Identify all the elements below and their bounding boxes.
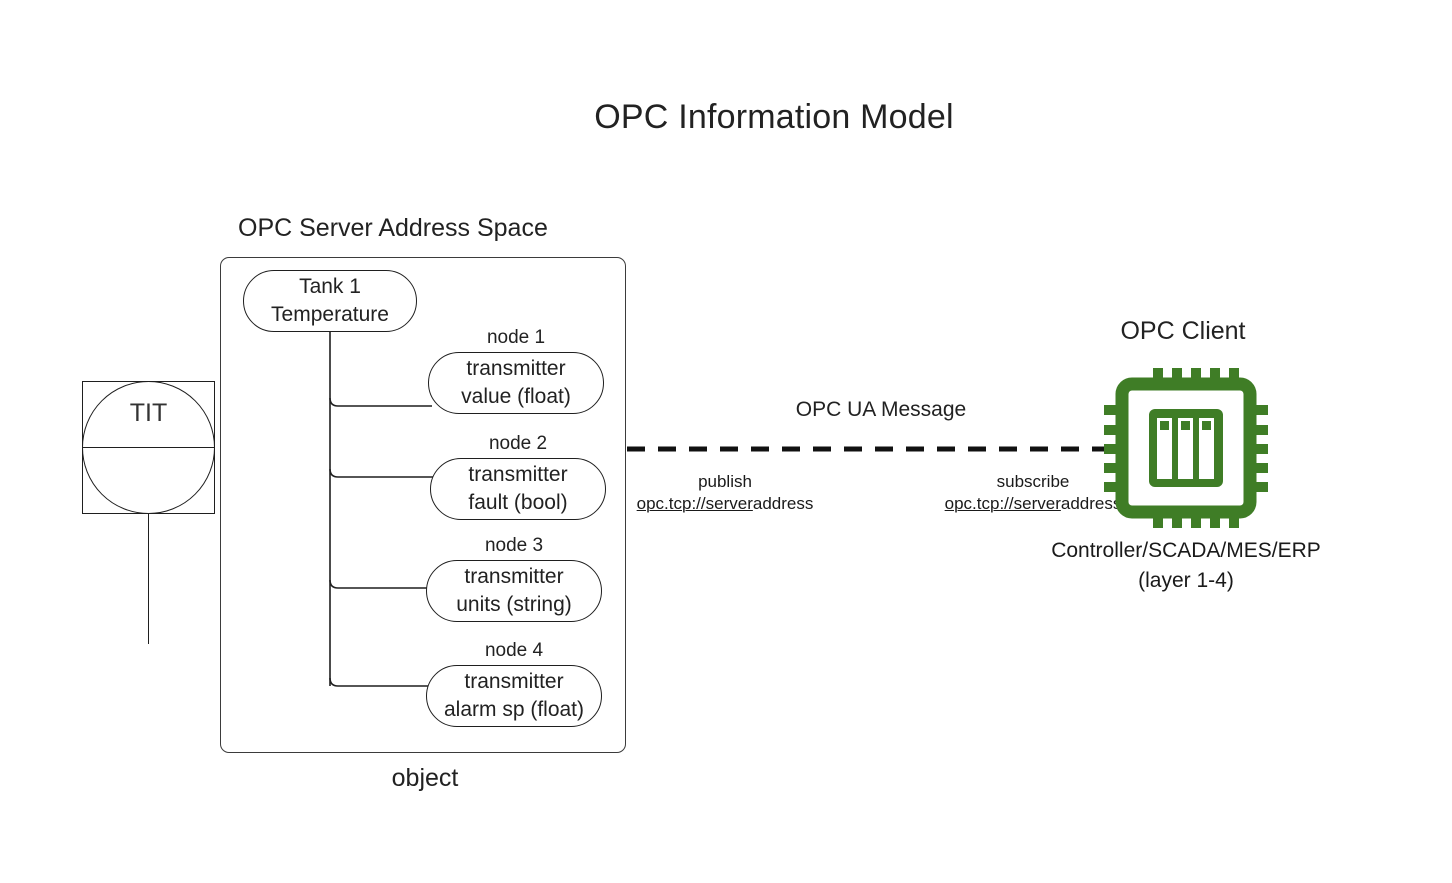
client-subtitle-line-2: (layer 1-4) <box>1138 569 1234 592</box>
node-1-label: node 1 <box>486 327 546 348</box>
cpu-chip-icon <box>1104 368 1268 528</box>
node-3-label: node 3 <box>484 535 544 556</box>
node-1-line-1: transmitter <box>466 357 566 380</box>
address-space-caption: OPC Server Address Space <box>238 214 548 242</box>
subscribe-action: subscribe <box>996 472 1070 491</box>
publish-uri-underlined[interactable]: opc.tcp://server <box>636 494 753 513</box>
instrument-tag-text: TIT <box>129 399 168 427</box>
node-3-line-2: units (string) <box>456 593 572 616</box>
node-4-transmitter-alarm-sp[interactable]: transmitter alarm sp (float) <box>426 665 602 727</box>
node-1-transmitter-value[interactable]: transmitter value (float) <box>428 352 604 414</box>
page-title-text: OPC Information Model <box>594 98 954 136</box>
node-2-transmitter-fault[interactable]: transmitter fault (bool) <box>430 458 606 520</box>
subscribe-label-group: subscribe opc.tcp://serveraddress <box>908 471 1158 515</box>
object-caption: object <box>391 764 459 792</box>
node-tank-1-temperature[interactable]: Tank 1 Temperature <box>243 270 417 332</box>
opc-client-caption: OPC Client <box>1120 317 1246 345</box>
subscribe-uri-underlined[interactable]: opc.tcp://server <box>944 494 1061 513</box>
node-4-label: node 4 <box>484 640 544 661</box>
page-title: OPC Information Model <box>0 98 1452 137</box>
node-title-line-2: Temperature <box>271 303 389 326</box>
node-2-line-2: fault (bool) <box>468 491 568 514</box>
instrument-divider <box>82 447 215 448</box>
node-1-line-2: value (float) <box>461 385 571 408</box>
node-3-transmitter-units[interactable]: transmitter units (string) <box>426 560 602 622</box>
client-subtitle: Controller/SCADA/MES/ERP (layer 1-4) <box>1010 536 1362 596</box>
instrument-symbol-tit: TIT <box>82 381 215 514</box>
subscribe-uri: opc.tcp://serveraddress <box>908 493 1158 515</box>
client-subtitle-line-1: Controller/SCADA/MES/ERP <box>1051 539 1321 562</box>
node-title-line-1: Tank 1 <box>299 275 361 298</box>
opc-ua-message-label: OPC UA Message <box>795 398 967 421</box>
publish-uri: opc.tcp://serveraddress <box>600 493 850 515</box>
node-3-line-1: transmitter <box>464 565 564 588</box>
subscribe-uri-rest: address <box>1060 494 1122 513</box>
publish-label-group: publish opc.tcp://serveraddress <box>600 471 850 515</box>
instrument-stem <box>148 514 149 644</box>
node-2-label: node 2 <box>488 433 548 454</box>
node-2-line-1: transmitter <box>468 463 568 486</box>
publish-uri-rest: address <box>752 494 814 513</box>
node-4-line-1: transmitter <box>464 670 564 693</box>
node-4-line-2: alarm sp (float) <box>443 698 585 721</box>
publish-action: publish <box>698 472 752 491</box>
